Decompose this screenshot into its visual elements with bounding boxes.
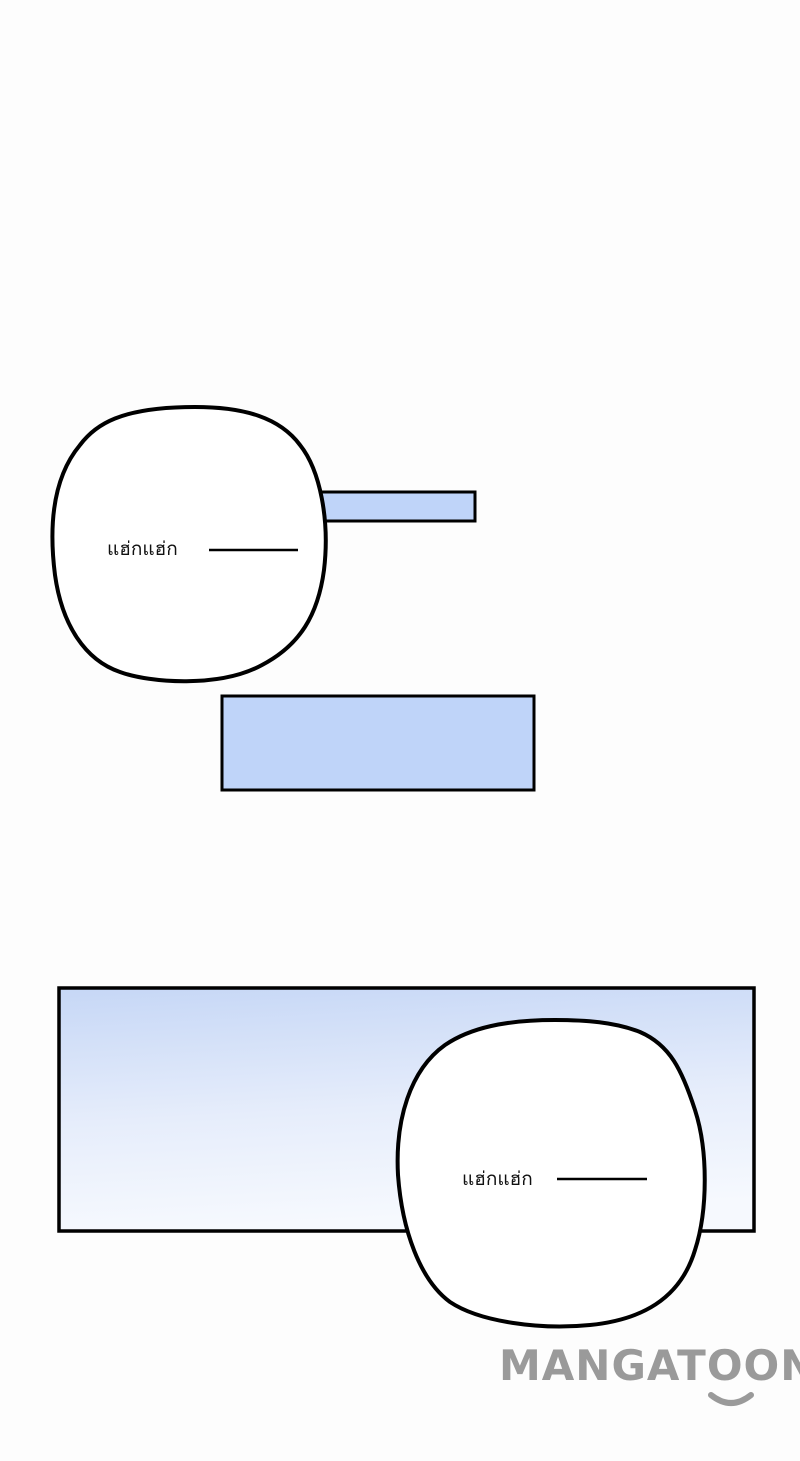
speech-bubble-1 [50,404,328,684]
smile-icon [708,1392,754,1406]
watermark-text: MANGATOON [499,1341,800,1390]
speech-bubble-2 [395,1017,707,1329]
thin-blue-panel [316,490,477,523]
bubble-1-text: แฮ่กแฮ่ก [107,538,178,560]
bubble-2-text: แฮ่กแฮ่ก [462,1168,533,1190]
blue-panel [220,694,536,792]
watermark-logo: MANGATOON [499,1341,800,1415]
